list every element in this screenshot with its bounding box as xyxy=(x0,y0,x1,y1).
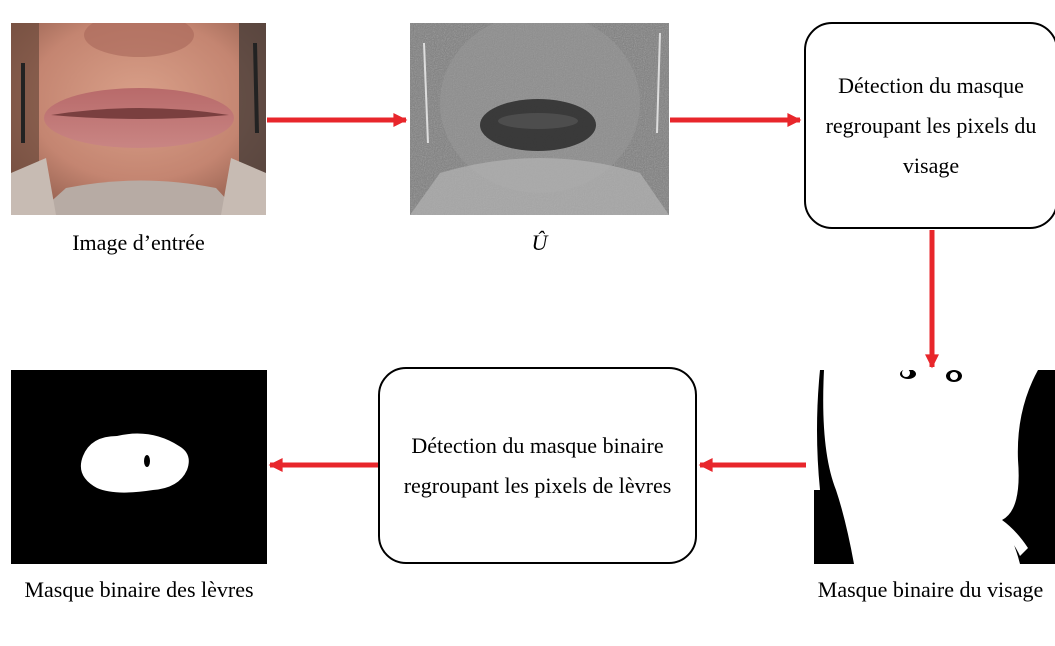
arrows-layer xyxy=(0,0,1055,646)
